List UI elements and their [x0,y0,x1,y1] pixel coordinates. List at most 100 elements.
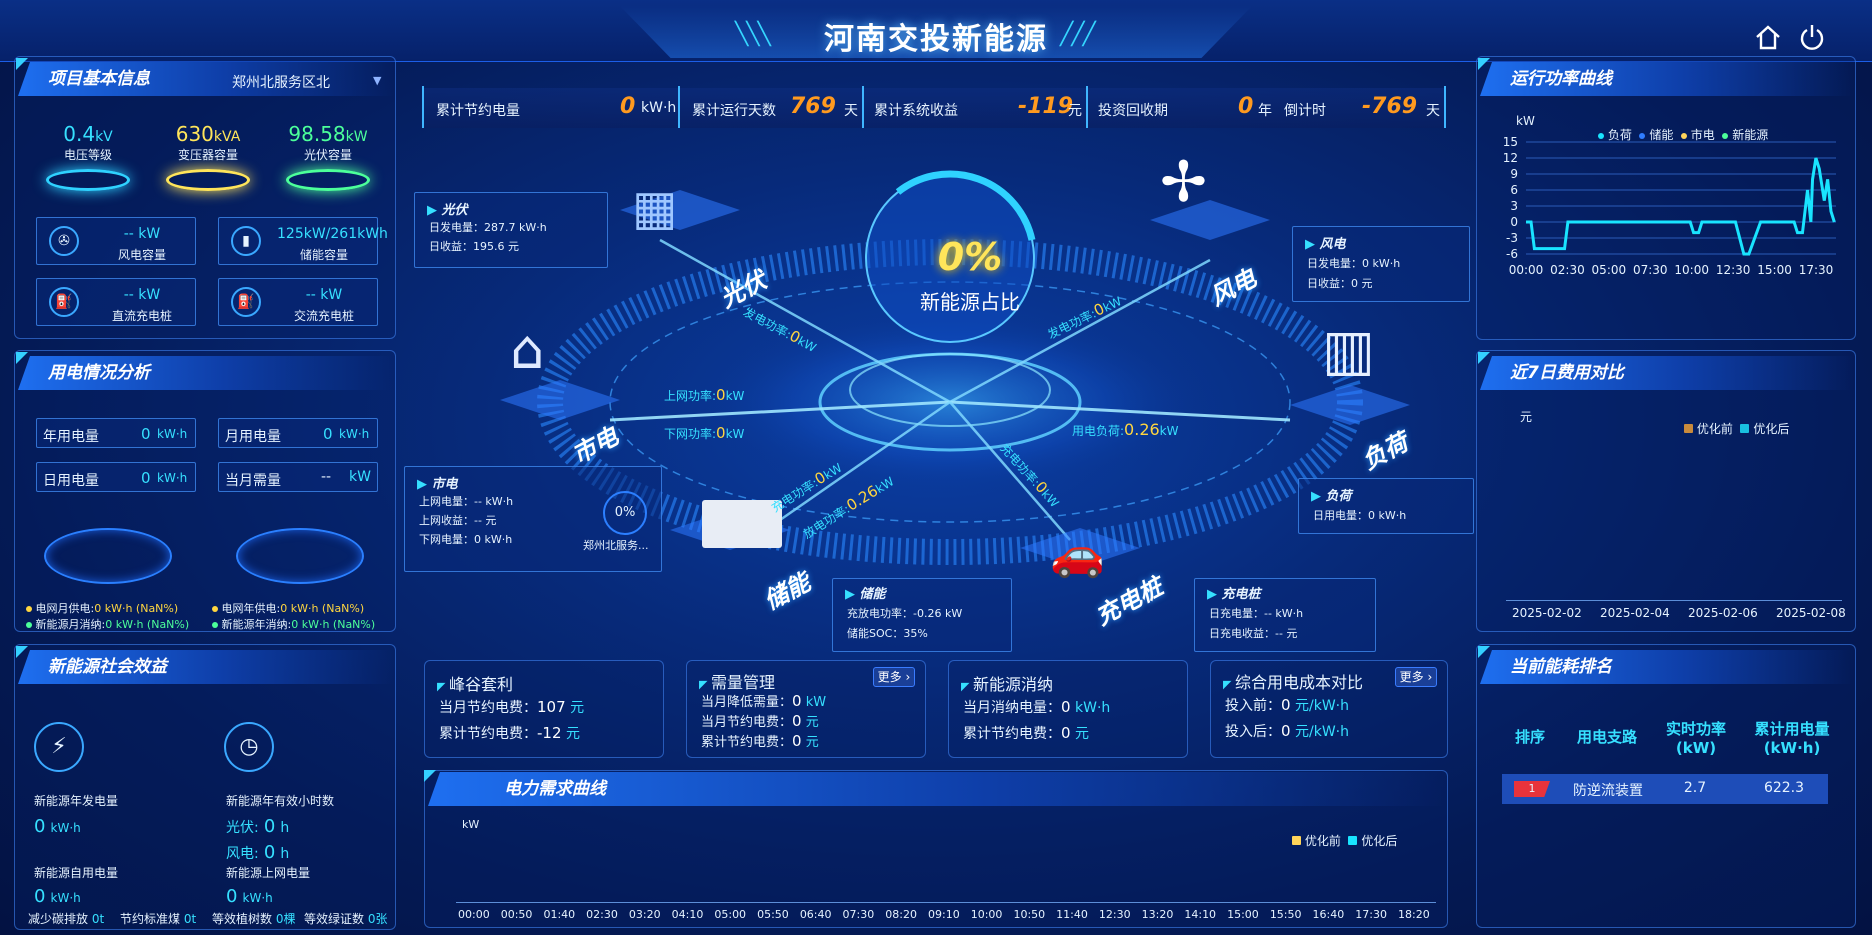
play-icon: ▶ [1207,587,1222,602]
flow-value: 0.26 [1124,420,1160,439]
stat-unit: 天 [844,103,858,119]
stat-value: -769 [1362,94,1418,119]
demand-more-button[interactable]: 更多 › [873,667,915,687]
coal-unit: t [191,912,197,926]
legend-dot-icon [212,622,218,628]
pv-capacity-label: 光伏容量 [303,148,352,162]
pv-info-box: ▶ 光伏 日发电量：287.7 kW·h 日收益：195.6 元 [414,192,608,268]
ne-consume-row1: 当月消纳电量：0 kW·h [963,697,1110,717]
row-unit: 元 [1075,726,1089,742]
renewable-ratio-label: 新能源占比 [920,290,1020,314]
site-select[interactable]: 郑州北服务区北 [232,75,330,91]
demand-mgmt-title: 需量管理 [710,673,775,692]
x-tick: 00:50 [500,908,533,921]
dc-charger-card: ⛽ -- kW 直流充电桩 [36,278,196,326]
month-usage-card: 月用电量 0 kW·h [218,418,378,448]
month-demand-card: 当月需量 -- kW [218,462,378,492]
row-value: 0 [792,732,802,750]
chevron-down-icon[interactable]: ▼ [373,74,382,87]
month-demand-unit: kW [349,469,371,485]
x-tick: 2025-02-04 [1600,606,1670,620]
transformer-unit: kVA [213,129,241,145]
legend-dot-icon [26,606,32,612]
energy-column-header: 累计用电量 (kW·h) [1754,720,1830,757]
demand-mgmt-title-row: ◤ 需量管理 [699,669,775,693]
legend-ne-year: 新能源年消纳:0 kW·h (NaN%) [212,616,375,632]
legend-value: 0 kW·h (NaN%) [105,618,190,631]
trees-label: 等效植树数 [212,912,273,926]
grid-value-row: 0 kW·h [226,886,273,907]
x-tick: 11:40 [1056,908,1088,921]
charger-info-box: ▶ 充电桩 日充电量：-- kW·h 日充电收益：-- 元 [1194,578,1376,652]
title-decoration-left: ╲╲╲ [735,22,771,47]
row-unit: 元/kW·h [1295,698,1349,714]
x-tick: 06:40 [799,908,832,921]
row-label: 当月降低需量： [701,695,793,710]
cost-row2: 投入后：0 元/kW·h [1225,721,1349,741]
storage-info-box: ▶ 储能 充放电功率：-0.26 kW 储能SOC：35% [832,578,1012,652]
power-chart-title: 运行功率曲线 [1480,62,1854,96]
row-label: 当月节约电费： [439,700,537,716]
flow-label: 下网功率: [664,427,717,441]
pv-hours-unit: h [280,820,290,836]
ac-charger-label: 交流充电桩 [293,309,354,323]
row-label: 累计节约电费： [701,735,793,750]
pv-hours-value: 0 [263,816,276,837]
flow-value: 0 [716,386,726,404]
home-icon[interactable] [1753,22,1783,52]
x-tick: 02:30 [586,908,618,921]
stat-label: 累计运行天数 [692,103,776,119]
cost-compare-title: 综合用电成本对比 [1234,673,1363,692]
renewable-ratio-value: 0% [937,235,1003,279]
play-icon: ▶ [845,587,860,602]
coal-value: 0 [183,912,192,926]
x-tick: 14:10 [1184,908,1217,921]
header-bar [0,0,1872,62]
row-label: 当月节约电费： [701,715,793,730]
storage-capacity-label: 储能容量 [299,248,348,262]
cost-chart-title: 近7日费用对比 [1480,356,1854,390]
stat-value: -119 [1018,94,1074,119]
power-icon[interactable] [1797,22,1827,52]
pv-info-title-row: ▶ 光伏 [427,199,468,218]
legend-value: 0 kW·h (NaN%) [291,618,376,631]
row-value: 0 [792,692,802,710]
rank-badge: 1 [1514,781,1550,797]
demand-row1: 当月降低需量：0 kW [701,691,826,710]
stat-unit: kW·h [641,100,677,116]
legend-value: 0 kW·h (NaN%) [94,602,179,615]
x-tick: 17:30 [1799,263,1834,277]
power-chart-panel [1476,56,1856,340]
row-value: -12 [537,724,562,742]
flag-icon: ◤ [1223,678,1235,691]
charger-info-line1: 日充电量：-- kW·h [1209,607,1304,620]
wind-info-title: 风电 [1319,237,1346,252]
wind-hours-unit: h [280,846,290,862]
page-title: 河南交投新能源 [824,22,1048,57]
wind-capacity-card: ✇ -- kW 风电容量 [36,217,196,265]
x-tick: 12:30 [1098,908,1131,921]
clock-icon: ◷ [224,722,274,772]
wind-info-box: ▶ 风电 日发电量：0 kW·h 日收益：0 元 [1292,226,1470,302]
pv-info-line1: 日发电量：287.7 kW·h [429,221,547,234]
ne-consume-card: ◤ 新能源消纳 当月消纳电量：0 kW·h 累计节约电费：0 元 [948,660,1188,758]
pv-capacity-unit: kW [345,129,368,145]
more-label: 更多 [1399,670,1424,684]
legend-label: 市电 [1690,128,1715,142]
legend-label: 优化后 [1361,834,1398,848]
table-row[interactable]: 1 防逆流装置 2.7 622.3 [1502,774,1828,804]
carbon-item: 减少碳排放 0t [28,910,118,927]
battery-container-icon [702,500,782,548]
title-banner [620,6,1252,58]
year-usage-unit: kW·h [157,427,188,441]
gen-label: 新能源年发电量 [34,794,119,808]
month-demand-value: -- [321,469,332,485]
load-info-line1: 日用电量：0 kW·h [1313,509,1407,522]
demand-row2: 当月节约电费：0 元 [701,711,819,730]
top-stats-bar [424,88,1446,128]
cost-more-button[interactable]: 更多 › [1395,667,1437,687]
flag-icon: ◤ [437,680,449,693]
x-tick: 17:30 [1355,908,1387,921]
y-tick: 6 [1510,183,1518,197]
